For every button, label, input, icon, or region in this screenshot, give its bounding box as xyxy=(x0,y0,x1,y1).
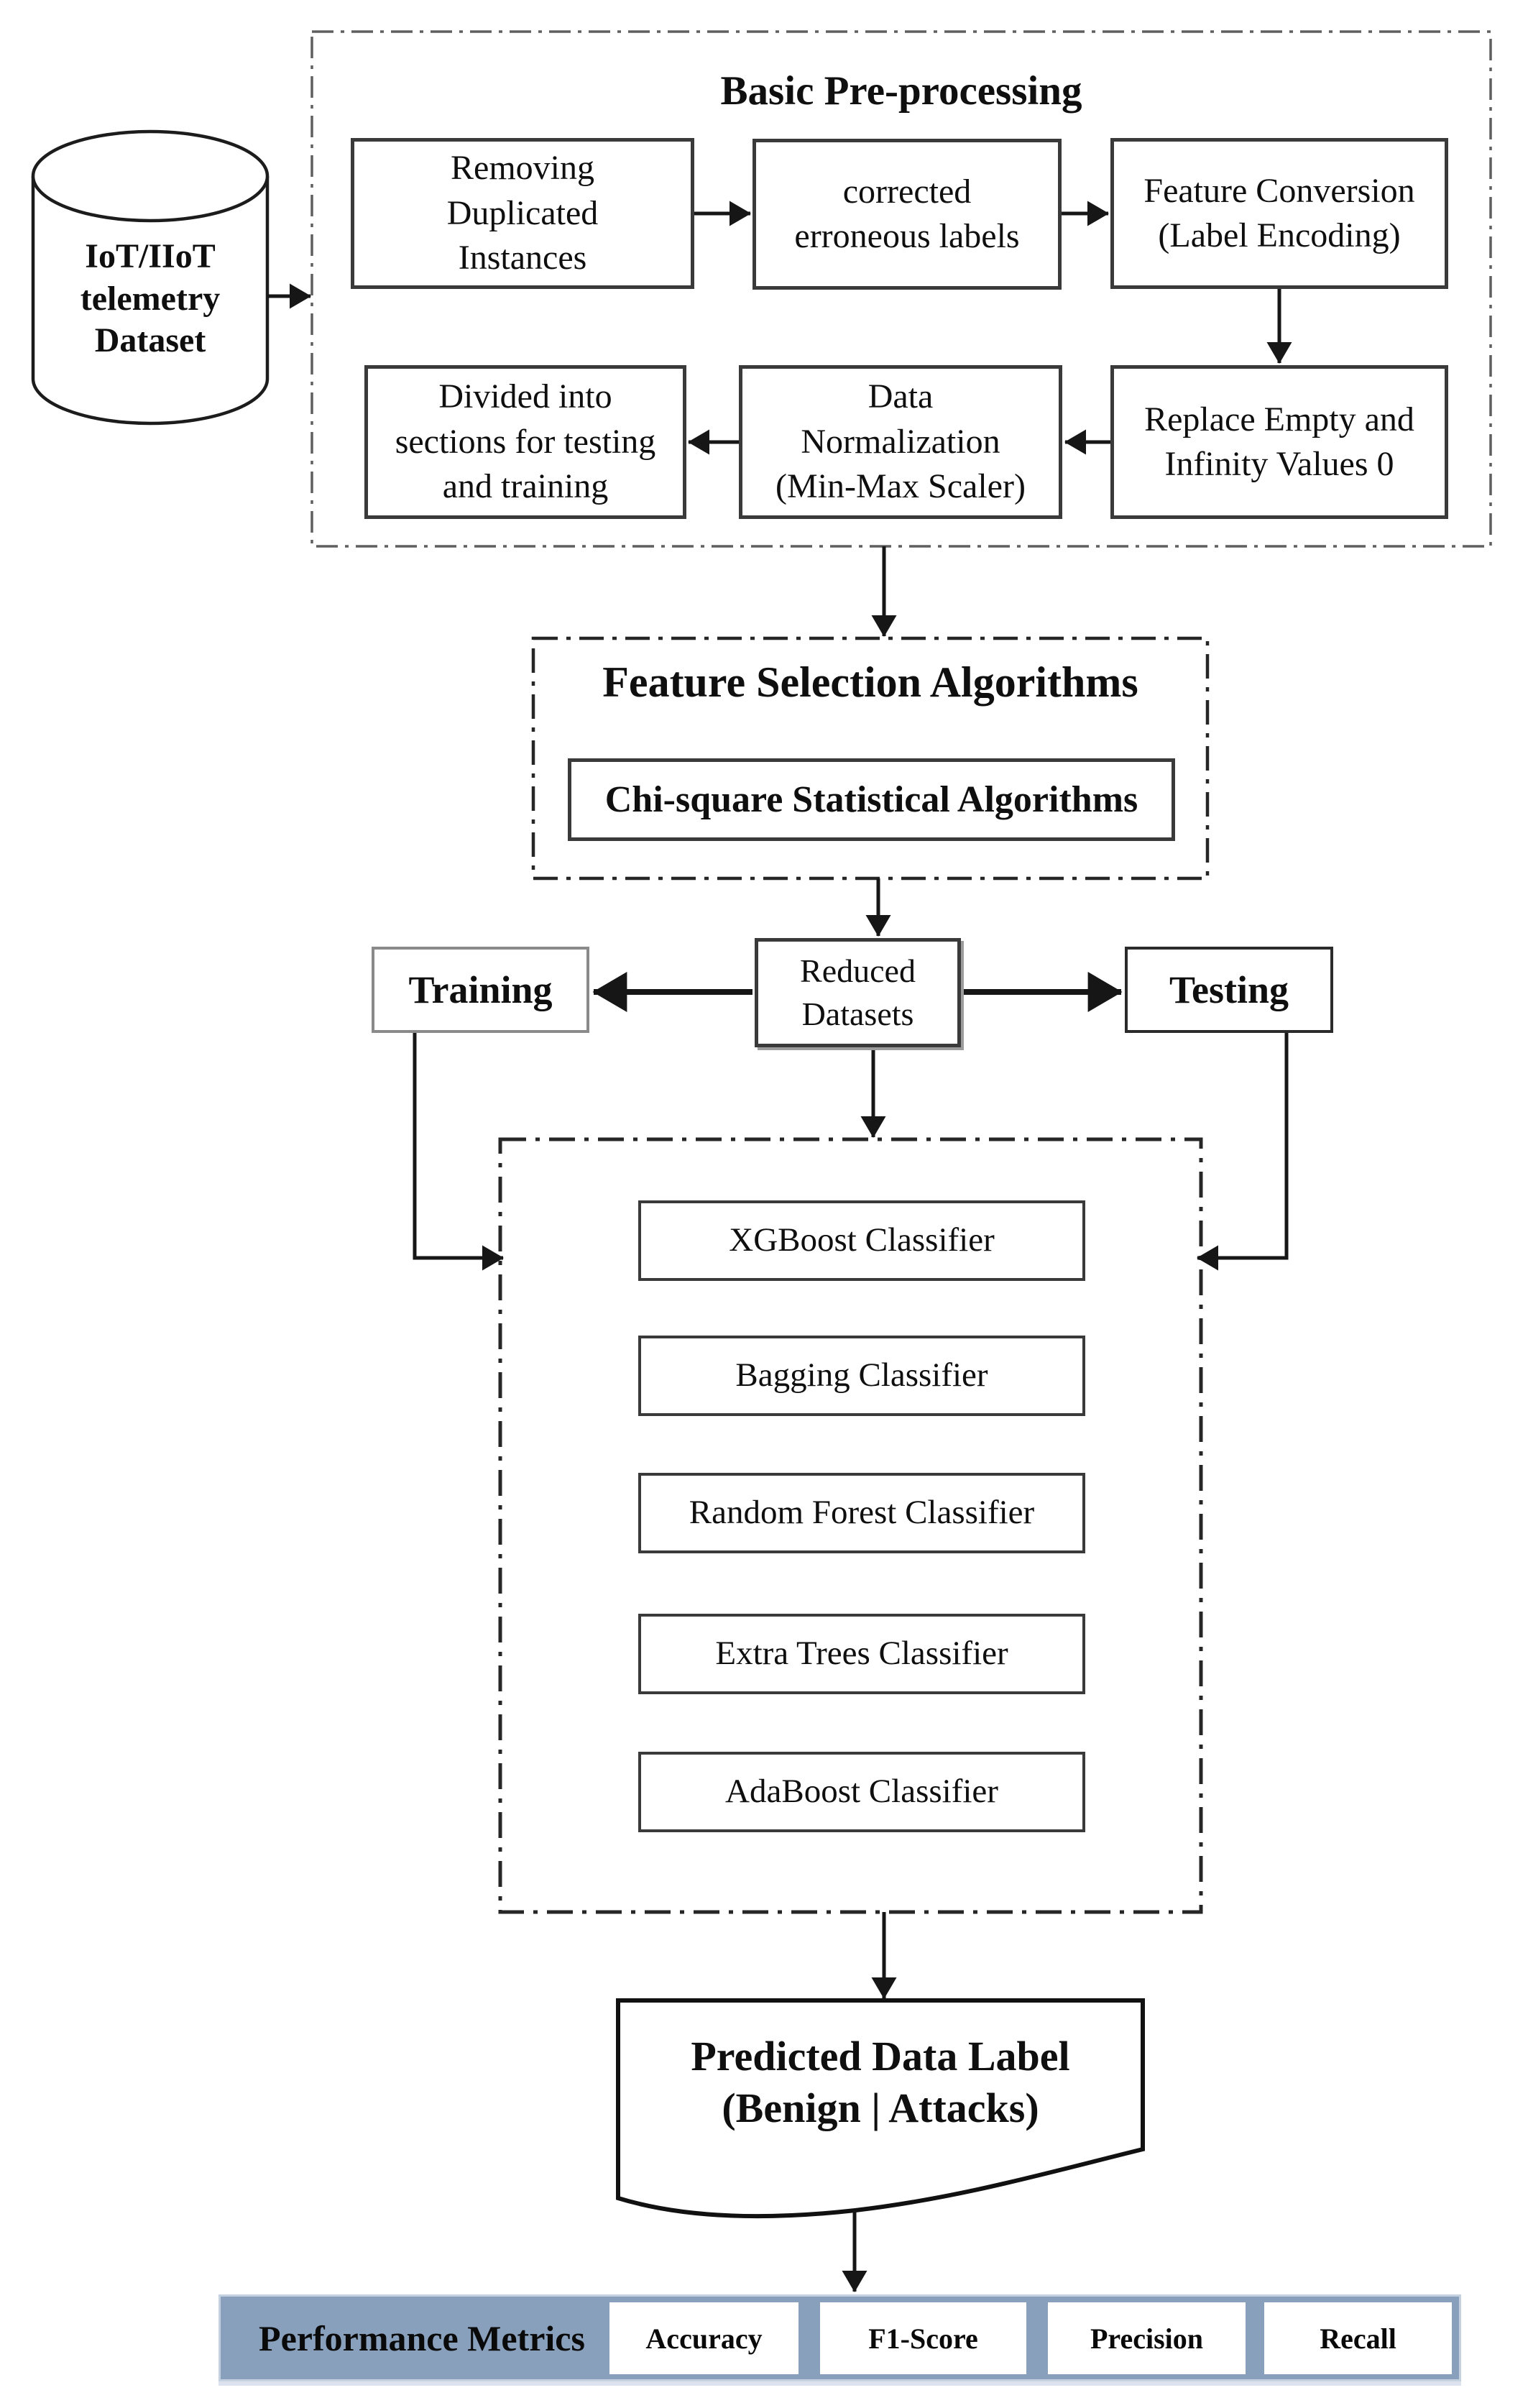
metric-precision: Precision xyxy=(1048,2302,1246,2374)
cylinder-top xyxy=(31,129,270,223)
classifiers-frame xyxy=(498,1137,1203,1914)
step-data-normalization: Data Normalization (Min-Max Scaler) xyxy=(739,365,1062,519)
step-divide-sections: Divided into sections for testing and tr… xyxy=(364,365,686,519)
dataset-cylinder-shape xyxy=(31,129,270,426)
testing-box: Testing xyxy=(1125,947,1333,1033)
preprocessing-title: Basic Pre-processing xyxy=(720,68,1082,114)
feature-selection-frame xyxy=(531,636,1210,881)
classifier-xgboost: XGBoost Classifier xyxy=(638,1200,1085,1281)
metric-accuracy: Accuracy xyxy=(609,2302,798,2374)
classifier-adaboost: AdaBoost Classifier xyxy=(638,1752,1085,1832)
step-removing-duplicates: Removing Duplicated Instances xyxy=(351,138,694,289)
step-replace-empty: Replace Empty and Infinity Values 0 xyxy=(1110,365,1448,519)
step-corrected-labels: corrected erroneous labels xyxy=(753,139,1062,290)
chi-square-box: Chi-square Statistical Algorithms xyxy=(568,758,1175,841)
metric-f1-score: F1-Score xyxy=(820,2302,1026,2374)
reduced-datasets-box: Reduced Datasets xyxy=(755,938,961,1047)
preprocessing-frame xyxy=(310,30,1492,548)
predicted-output-shape xyxy=(616,1998,1145,2219)
classifier-random-forest: Random Forest Classifier xyxy=(638,1473,1085,1553)
arrow-testing-to-classifiers xyxy=(1197,1033,1289,1271)
training-box: Training xyxy=(372,947,589,1033)
classifier-extra-trees: Extra Trees Classifier xyxy=(638,1614,1085,1694)
feature-selection-title: Feature Selection Algorithms xyxy=(602,658,1138,706)
arrow-training-to-classifiers xyxy=(413,1033,504,1271)
classifier-bagging: Bagging Classifier xyxy=(638,1336,1085,1416)
predicted-output-label: Predicted Data Label (Benign | Attacks) xyxy=(691,2033,1070,2131)
performance-metrics-bar: Performance Metrics Accuracy F1-Score Pr… xyxy=(218,2294,1461,2381)
dataset-cylinder-label: IoT/IIoT telemetry Dataset xyxy=(80,237,221,360)
cylinder-body xyxy=(31,176,270,426)
step-feature-conversion: Feature Conversion (Label Encoding) xyxy=(1110,138,1448,289)
performance-metrics-title: Performance Metrics xyxy=(259,2317,585,2358)
metric-recall: Recall xyxy=(1264,2302,1452,2374)
